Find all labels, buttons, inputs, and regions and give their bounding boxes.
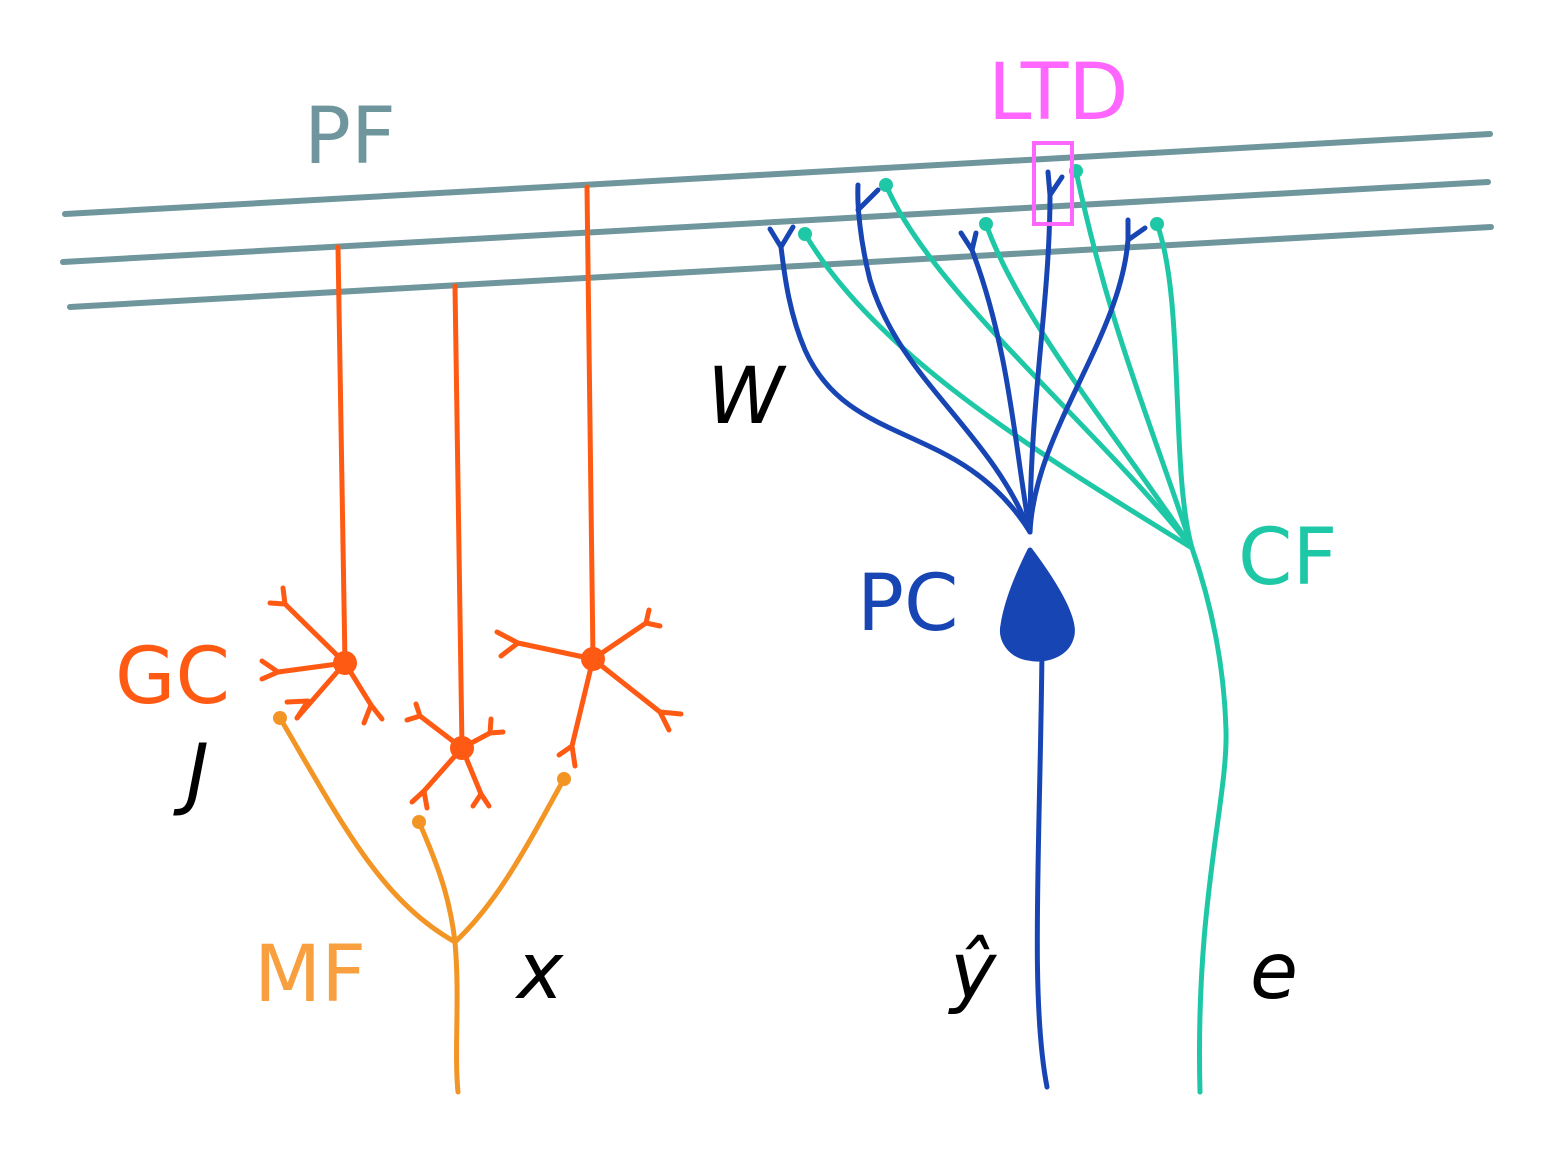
mossy-fiber (273, 711, 571, 1095)
granule-cell-2 (404, 283, 506, 811)
climbing-fiber (798, 164, 1229, 1095)
climbing-fiber-terminal-1 (798, 227, 812, 241)
climbing-fiber-terminal-3 (979, 217, 993, 231)
gc-label: GC (115, 632, 230, 722)
pc-label: PC (857, 559, 959, 649)
x-label: x (514, 927, 564, 1017)
purkinje-dendrite-4 (1027, 192, 1053, 535)
purkinje-spine-3 (958, 230, 979, 253)
climbing-fiber-branch-5 (1154, 221, 1195, 551)
mossy-fiber-branch-middle (416, 819, 458, 945)
parallel-fibers (60, 131, 1494, 310)
parallel-fiber-1 (62, 131, 1493, 217)
purkinje-cell-axon (1034, 647, 1050, 1090)
mossy-fiber-terminal-3 (557, 772, 571, 786)
climbing-fiber-branch-1 (802, 231, 1195, 551)
mossy-fiber-branch-right (452, 776, 567, 945)
cf-label: CF (1238, 513, 1337, 603)
yhat-label: ŷ (948, 927, 998, 1017)
parallel-fiber-3 (67, 224, 1494, 310)
w-label: W (707, 352, 787, 442)
purkinje-cell (767, 169, 1148, 1090)
parallel-fiber-2 (60, 179, 1491, 265)
climbing-fiber-axon (1189, 545, 1229, 1095)
granule-cells (259, 184, 684, 811)
pf-label: PF (304, 92, 396, 182)
climbing-fiber-branch-2 (883, 182, 1195, 551)
purkinje-spine-5 (1125, 217, 1148, 243)
purkinje-spine-2 (855, 187, 881, 213)
mossy-fiber-terminal-1 (273, 711, 287, 725)
climbing-fiber-branch-3 (983, 221, 1195, 551)
ltd-highlight-box (1032, 141, 1074, 226)
granule-cell-3 (494, 184, 684, 769)
climbing-fiber-terminal-2 (879, 178, 893, 192)
mossy-fiber-axon (452, 939, 461, 1095)
climbing-fiber-terminal-5 (1150, 217, 1164, 231)
e-label: e (1250, 927, 1298, 1017)
purkinje-cell-soma (999, 547, 1075, 662)
purkinje-dendrite-2 (855, 182, 1033, 535)
mossy-fiber-branch-left (277, 715, 458, 945)
purkinje-dendrite-1 (778, 244, 1033, 535)
purkinje-dendrite-5 (1027, 237, 1131, 535)
purkinje-spine-1 (767, 224, 796, 250)
granule-cell-1 (259, 244, 385, 726)
ltd-label: LTD (988, 48, 1128, 138)
mf-label: MF (254, 930, 366, 1020)
mossy-fiber-terminal-2 (412, 815, 426, 829)
j-label: J (173, 729, 209, 819)
purkinje-spine-4 (1045, 169, 1065, 198)
purkinje-dendrite-3 (969, 247, 1033, 535)
climbing-fiber-branch-4 (1073, 168, 1195, 551)
